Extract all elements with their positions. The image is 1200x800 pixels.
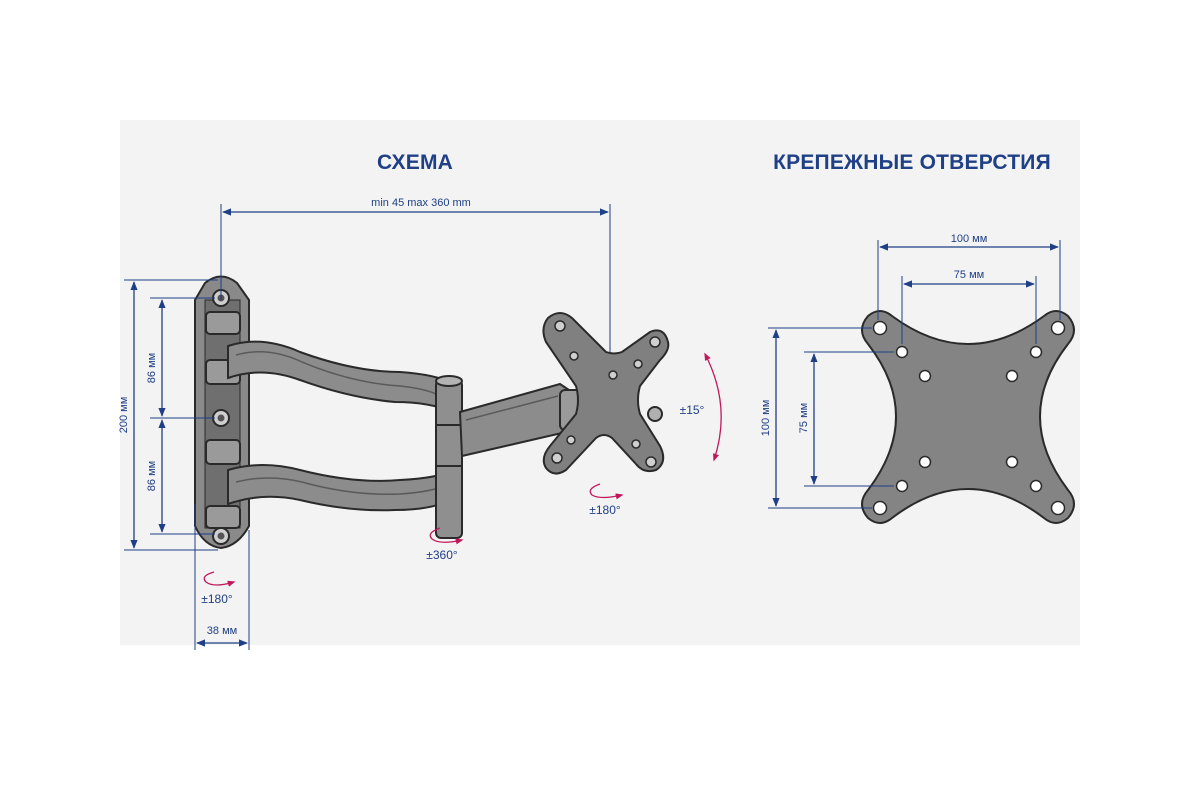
vesa-outer-height-dimension: 100 мм <box>760 327 872 509</box>
vesa-inner-height-dimension: 75 мм <box>798 351 894 487</box>
vesa-outer-height-label: 100 мм <box>760 400 772 437</box>
vesa-outer-width-dimension: 100 мм <box>877 233 1061 320</box>
rotation-middle: ±360° <box>426 527 464 562</box>
reach-dimension: min 45 max 360 mm <box>220 197 611 352</box>
depth-dimension: 38 мм <box>194 504 250 650</box>
height-upper-label: 86 мм <box>146 353 158 383</box>
vesa-inner-width-label: 75 мм <box>954 269 984 281</box>
height-lower-label: 86 мм <box>146 461 158 491</box>
tv-mount-plate <box>542 312 670 475</box>
height-total-label: 200 мм <box>118 397 130 434</box>
height-total-dimension: 200 мм <box>118 279 218 551</box>
middle-swivel-label: ±360° <box>426 548 458 562</box>
reach-label: min 45 max 360 mm <box>371 197 471 209</box>
vesa-plate <box>861 310 1075 524</box>
vesa-inner-width-dimension: 75 мм <box>901 269 1037 344</box>
depth-label: 38 мм <box>207 625 237 637</box>
wall-mount-bracket <box>194 275 250 550</box>
tilt-label: ±15° <box>680 403 705 417</box>
rotation-tilt: ±15° <box>680 352 722 462</box>
head-swivel-label: ±180° <box>589 503 621 517</box>
mounting-holes-title: КРЕПЕЖНЫЕ ОТВЕРСТИЯ <box>773 151 1051 174</box>
scheme-title: СХЕМА <box>376 151 454 174</box>
hole-spacing-dimension: 86 мм 86 мм <box>146 297 215 535</box>
vesa-inner-height-label: 75 мм <box>798 403 810 433</box>
rotation-wall: ±180° <box>201 571 236 606</box>
vesa-outer-width-label: 100 мм <box>951 233 988 245</box>
rotation-head: ±180° <box>589 483 624 517</box>
wall-swivel-label: ±180° <box>201 592 233 606</box>
